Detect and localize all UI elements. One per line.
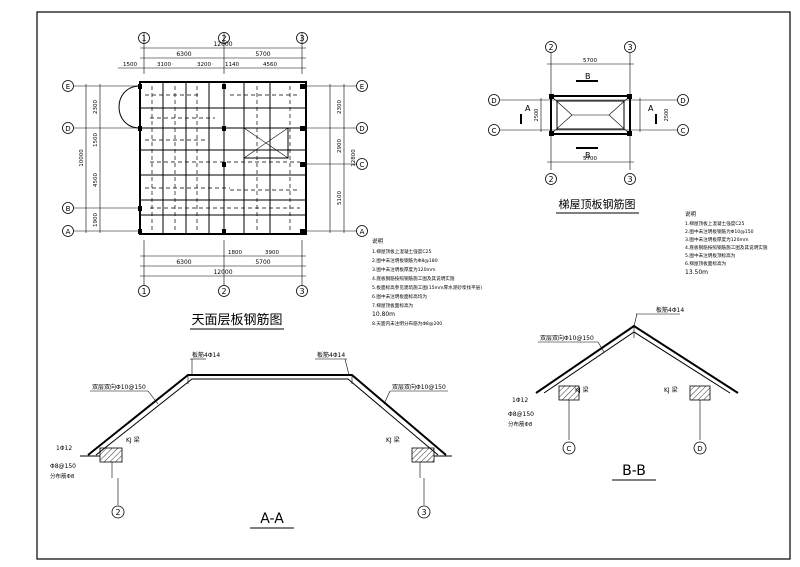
dim-left-4: 1900 [93,213,99,227]
aa-beam-bars: 1Φ12 [56,445,72,452]
aa-kj-right: KJ 梁 [386,436,400,444]
dim-top-detail-3: 3200 [197,62,211,68]
bb-stirrup: Φ8@150 [508,411,534,418]
stair-axis-top-3: 3 [627,43,632,52]
stair-dim-left: 2500 [534,109,540,122]
stair-dim-right: 2500 [664,109,670,122]
dim-bottom-mid-1: 6300 [176,259,191,266]
main-roof-plan: 1 2 3 12000 6300 5700 1500 3100 3200 114… [62,32,368,330]
dim-bottom-mid-2: 5700 [255,259,270,266]
stair-axis-left-D: D [491,97,496,105]
stair-section-b-bottom: B [585,151,591,160]
bb-ridge: 板筋4Φ14 [656,306,684,314]
aa-axis-left: 2 [115,508,120,517]
aa-axis-right: 3 [421,508,426,517]
aa-ridge-left: 板筋4Φ14 [192,351,220,359]
bb-axis-left: C [567,445,572,453]
aa-slope-left: 双层双向Φ10@150 [92,383,146,391]
notes-main-line-4: 4.底板钢筋按照钢筋施工图及其说明实施 [372,275,455,282]
stair-axis-left-C: C [492,127,497,135]
stair-dim-top: 5700 [583,58,597,64]
axis-bubble-right-D: D [359,125,364,133]
section-aa: 板筋4Φ14 板筋4Φ14 双层双向Φ10@150 双层双向Φ10@150 1Φ… [50,351,452,529]
dim-total-bottom: 12000 [213,269,232,276]
notes-stair-line-6: 6.梯屋顶板面标高为 [685,260,727,267]
notes-stair-line-2: 2.图中未注明板钢筋为Φ10@150 [685,228,754,235]
notes-stair-elev: 13.50m [685,269,708,276]
aa-slope-right: 双层双向Φ10@150 [392,383,446,391]
aa-stirrup: Φ8@150 [50,463,76,470]
notes-main-line-2: 2.图中未注明板钢筋为Φ8@180 [372,257,438,264]
notes-main-line-1: 1.梯屋顶板上混凝土强度C25 [372,248,431,255]
stair-plan-title: 梯屋顶板钢筋图 [559,197,636,211]
bb-slope: 双层双向Φ10@150 [540,334,594,342]
dim-top-detail-1: 1500 [123,62,137,68]
stair-axis-bottom-3: 3 [627,175,632,184]
axis-bubble-bottom-3: 3 [299,287,304,296]
notes-main-heading: 说明 [372,237,384,245]
stair-roof-plan: 2 3 5700 B D C D C A A 2500 2500 [488,41,689,214]
notes-main: 说明 1.梯屋顶板上混凝土强度C25 2.图中未注明板钢筋为Φ8@180 3.图… [372,237,482,327]
notes-stair-line-1: 1.梯屋顶板上混凝土强度C25 [685,220,744,227]
bb-kj-right: KJ 梁 [664,386,678,394]
stair-section-a-left: A [525,104,531,113]
bb-axis-right: D [697,445,702,453]
axis-bubble-left-A: A [66,228,71,236]
notes-main-line-8: 8.天面内未注明分布筋为Φ8@200 [372,320,442,327]
aa-kj-left: KJ 梁 [126,436,140,444]
stair-section-a-right: A [648,104,654,113]
bb-dist-bar: 分布筋Φ8 [508,420,533,428]
bb-title: B-B [622,463,646,479]
notes-stair-line-3: 3.图中未注明板厚度为120mm [685,236,749,243]
stair-axis-bottom-2: 2 [548,175,553,184]
dim-bottom-detail-1: 1800 [228,250,242,256]
axis-bubble-bottom-2: 2 [221,287,226,296]
dim-right-3: 5100 [337,191,343,205]
dim-top-detail-5: 4560 [263,62,277,68]
axis-bubble-left-B: B [66,205,71,213]
stair-axis-right-C: C [681,127,686,135]
stair-axis-right-D: D [680,97,685,105]
notes-main-elev: 10.80m [372,311,395,318]
axis-bubble-left-E: E [66,83,70,91]
dim-top-detail-2: 3100 [157,62,171,68]
dim-left-total: 10000 [79,149,85,167]
dim-right-2: 2900 [337,139,343,153]
notes-stair: 说明 1.梯屋顶板上混凝土强度C25 2.图中未注明板钢筋为Φ10@150 3.… [685,210,768,276]
section-bb: 板筋4Φ14 双层双向Φ10@150 1Φ12 Φ8@150 分布筋Φ8 KJ … [508,306,739,481]
bb-beam-bars: 1Φ12 [512,397,528,404]
notes-stair-line-4: 4.底板钢筋按照钢筋施工图及其说明实施 [685,244,768,251]
main-plan-title: 天面层板钢筋图 [191,312,282,328]
bb-kj-left: KJ 梁 [575,386,589,394]
aa-ridge-right: 板筋4Φ14 [317,351,345,359]
sheet-border [36,11,791,560]
dim-left-1: 2300 [93,100,99,114]
dim-right-total: 12800 [351,149,357,167]
notes-stair-heading: 说明 [685,210,697,218]
stair-axis-top-2: 2 [548,43,553,52]
axis-bubble-right-E: E [360,83,364,91]
axis-bubble-bottom-1: 1 [141,287,146,296]
axis-bubble-left-D: D [65,125,70,133]
dim-top-mid-2: 5700 [255,51,270,58]
dim-left-2: 1500 [93,133,99,147]
axis-bubble-right-A: A [360,228,365,236]
stair-dim-bottom: 5700 [583,156,597,162]
notes-main-line-7: 7.梯屋顶板面标高为 [372,302,414,309]
dim-top-mid-1: 6300 [176,51,191,58]
aa-dist-bar: 分布筋Φ8 [50,472,75,480]
notes-main-line-5: 5.板面标高参见建筑施工图(15mm厚水泥砂浆找平层) [372,284,482,291]
stair-section-b-top: B [585,72,591,81]
dim-right-1: 2300 [337,100,343,114]
notes-main-line-3: 3.图中未注明板厚度为120mm [372,266,436,273]
axis-bubble-right-C: C [360,161,365,169]
aa-title: A-A [260,511,284,527]
dim-bottom-detail-2: 3900 [265,250,279,256]
notes-main-line-6: 6.图中未注明板面标高均为 [372,293,427,300]
dim-left-3: 4500 [93,173,99,187]
dim-top-detail-4: 1140 [225,62,239,68]
dim-total-top: 12000 [213,41,232,48]
notes-stair-line-5: 5.图中未注明板顶标高为 [685,252,736,259]
